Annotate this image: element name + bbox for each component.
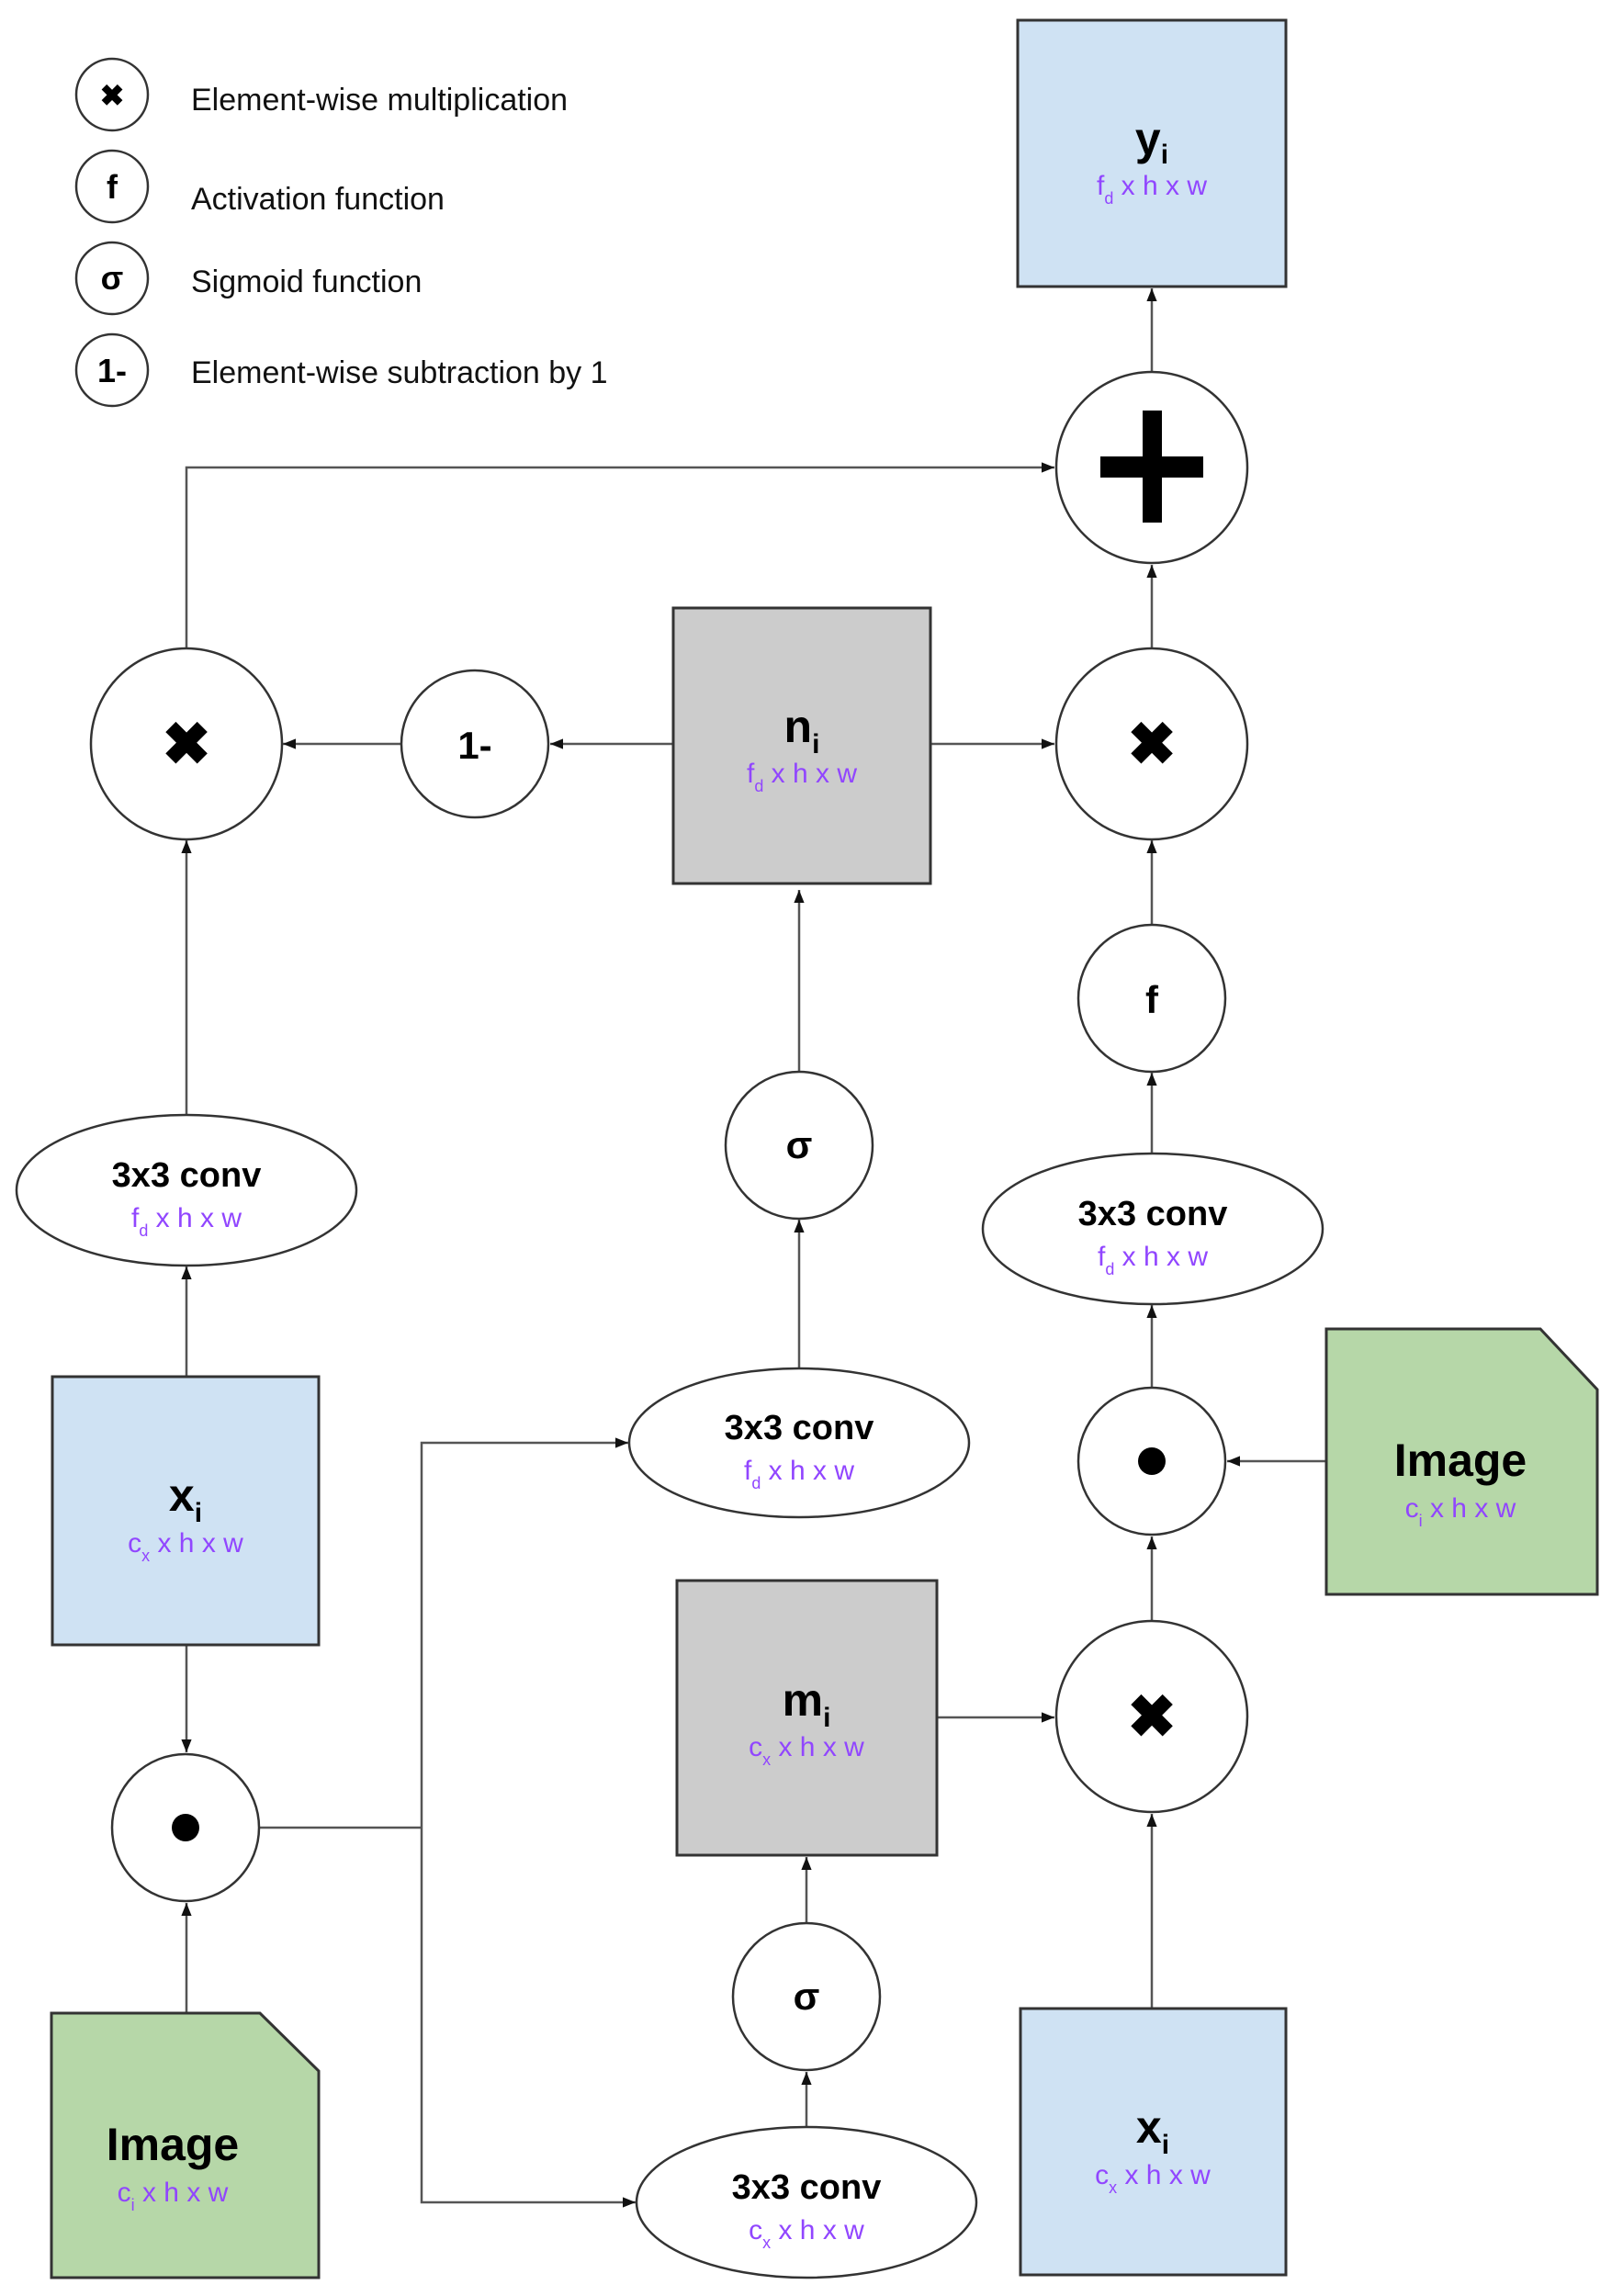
node-m-gate[interactable]: mi cx x h x w (675, 1579, 939, 1857)
node-sigmoid-bottom[interactable]: σ (731, 1921, 882, 2072)
svg-text:xi: xi (1136, 2101, 1169, 2160)
node-n-gate[interactable]: ni fd x h x w (671, 606, 932, 885)
node-name: x (169, 1469, 195, 1521)
node-dimension: fd x h x w (1097, 171, 1207, 208)
legend-label-multiply: Element-wise multiplication (191, 83, 569, 118)
node-multiply-left[interactable]: ✖ (89, 647, 284, 841)
svg-text:mi: mi (783, 1674, 831, 1733)
multiply-icon: ✖ (1127, 1683, 1177, 1750)
node-subscript: i (823, 1703, 830, 1733)
node-conv-right[interactable]: 3x3 conv fd x h x w (981, 1152, 1324, 1306)
node-subscript: i (195, 1498, 202, 1528)
legend-label-sigmoid: Sigmoid function (191, 264, 423, 299)
node-subscript: i (1161, 140, 1168, 170)
node-name: 3x3 conv (732, 2168, 882, 2207)
svg-text:yi: yi (1135, 113, 1168, 170)
node-image-left[interactable]: Image ci x h x w (50, 2011, 321, 2279)
node-name: Image (1394, 1435, 1527, 1486)
node-conv-left[interactable]: 3x3 conv fd x h x w (15, 1113, 358, 1267)
node-y-output[interactable]: yi fd x h x w (1016, 18, 1288, 288)
legend-item-sigmoid: σ (74, 241, 150, 316)
dot-icon (172, 1814, 199, 1841)
node-image-right[interactable]: Image ci x h x w (1324, 1327, 1599, 1596)
node-multiply-right[interactable]: ✖ (1054, 647, 1249, 841)
svg-text:ni: ni (784, 701, 820, 760)
legend-item-activation: f (74, 149, 150, 224)
legend-circle (74, 332, 150, 408)
legend: ✖ f σ 1- (74, 57, 150, 408)
node-multiply-lower[interactable]: ✖ (1054, 1619, 1249, 1814)
node-plus[interactable] (1054, 370, 1249, 565)
node-name: 3x3 conv (1078, 1195, 1228, 1233)
node-name: n (784, 701, 813, 752)
sigmoid-icon: σ (101, 259, 124, 297)
node-activation[interactable]: f (1076, 923, 1227, 1074)
node-dimension: ci x h x w (118, 2178, 229, 2214)
legend-item-one-minus: 1- (74, 332, 150, 408)
sigmoid-icon: σ (794, 1975, 820, 2018)
multiply-icon: ✖ (100, 79, 125, 112)
node-dimension: ci x h x w (1405, 1493, 1516, 1530)
node-dimension: fd x h x w (747, 759, 857, 795)
legend-circle (74, 241, 150, 316)
legend-item-multiply: ✖ (74, 57, 150, 132)
node-x-left[interactable]: xi cx x h x w (51, 1375, 321, 1647)
multiply-icon: ✖ (1127, 711, 1177, 777)
node-name: Image (107, 2119, 240, 2170)
edge-branch-to-bottom-conv (420, 1828, 636, 2208)
dot-icon (1138, 1447, 1166, 1475)
node-dot-right[interactable] (1076, 1386, 1227, 1536)
node-one-minus[interactable]: 1- (400, 669, 550, 819)
node-x-right[interactable]: xi cx x h x w (1019, 2007, 1288, 2277)
node-dimension: fd x h x w (1098, 1242, 1208, 1278)
node-sigmoid-top[interactable]: σ (724, 1070, 874, 1221)
activation-icon: f (1145, 978, 1159, 1021)
node-name: 3x3 conv (725, 1409, 874, 1447)
one-minus-icon: 1- (457, 724, 491, 767)
node-dimension: cx x h x w (749, 1732, 864, 1769)
node-name: x (1136, 2101, 1162, 2153)
node-subscript: i (812, 729, 819, 760)
connectors (181, 288, 1326, 2208)
edge-left-multiply-to-plus (185, 462, 1054, 648)
node-subscript: i (1162, 2130, 1169, 2160)
edge-branch-to-mid-conv (420, 1437, 628, 1828)
node-dimension: fd x h x w (744, 1456, 854, 1492)
node-conv-mid[interactable]: 3x3 conv fd x h x w (627, 1367, 971, 1519)
svg-text:xi: xi (169, 1469, 202, 1528)
legend-circle (74, 57, 150, 132)
node-dimension: cx x h x w (749, 2215, 864, 2252)
legend-label-one-minus: Element-wise subtraction by 1 (191, 355, 608, 390)
node-dimension: cx x h x w (1095, 2160, 1211, 2197)
node-dot-left[interactable] (110, 1752, 261, 1903)
activation-icon: f (107, 168, 118, 206)
one-minus-icon: 1- (97, 352, 127, 389)
legend-label-activation: Activation function (191, 182, 445, 217)
node-name: y (1135, 113, 1161, 164)
sigmoid-icon: σ (786, 1123, 813, 1166)
node-dimension: cx x h x w (128, 1528, 243, 1565)
legend-circle (74, 149, 150, 224)
node-dimension: fd x h x w (131, 1203, 242, 1240)
multiply-icon: ✖ (162, 711, 211, 777)
node-name: 3x3 conv (112, 1156, 262, 1195)
node-name: m (783, 1674, 823, 1726)
node-conv-bottom[interactable]: 3x3 conv cx x h x w (635, 2125, 978, 2279)
